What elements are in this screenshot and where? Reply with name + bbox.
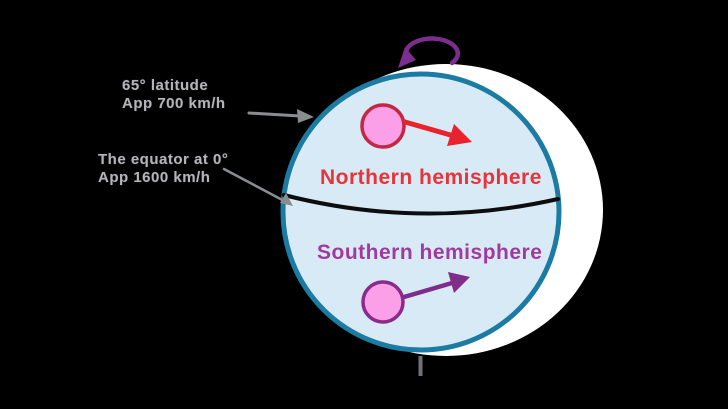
latitude-annotation-line1: 65° latitude xyxy=(122,77,209,94)
latitude-annotation: 65° latitude App 700 km/h xyxy=(122,77,226,113)
equator-line xyxy=(282,193,560,216)
south-air-parcel xyxy=(361,272,470,324)
north-air-parcel xyxy=(360,103,472,149)
north-deflection-arrow xyxy=(402,119,457,139)
rotation-arrow-icon xyxy=(398,36,461,68)
south-deflection-arrow xyxy=(401,280,455,300)
equator-annotation-line1: The equator at 0° xyxy=(98,151,229,168)
latitude-annotation-line2: App 700 km/h xyxy=(122,95,226,112)
equator-pointer-line xyxy=(222,167,293,206)
northern-hemisphere-label: Northern hemisphere xyxy=(320,166,542,189)
equator-annotation-line2: App 1600 km/h xyxy=(98,169,211,186)
equator-annotation: The equator at 0° App 1600 km/h xyxy=(98,151,228,187)
axis-tick xyxy=(418,356,423,376)
southern-hemisphere-label: Southern hemisphere xyxy=(317,241,543,264)
latitude-pointer-arrow xyxy=(247,109,314,123)
